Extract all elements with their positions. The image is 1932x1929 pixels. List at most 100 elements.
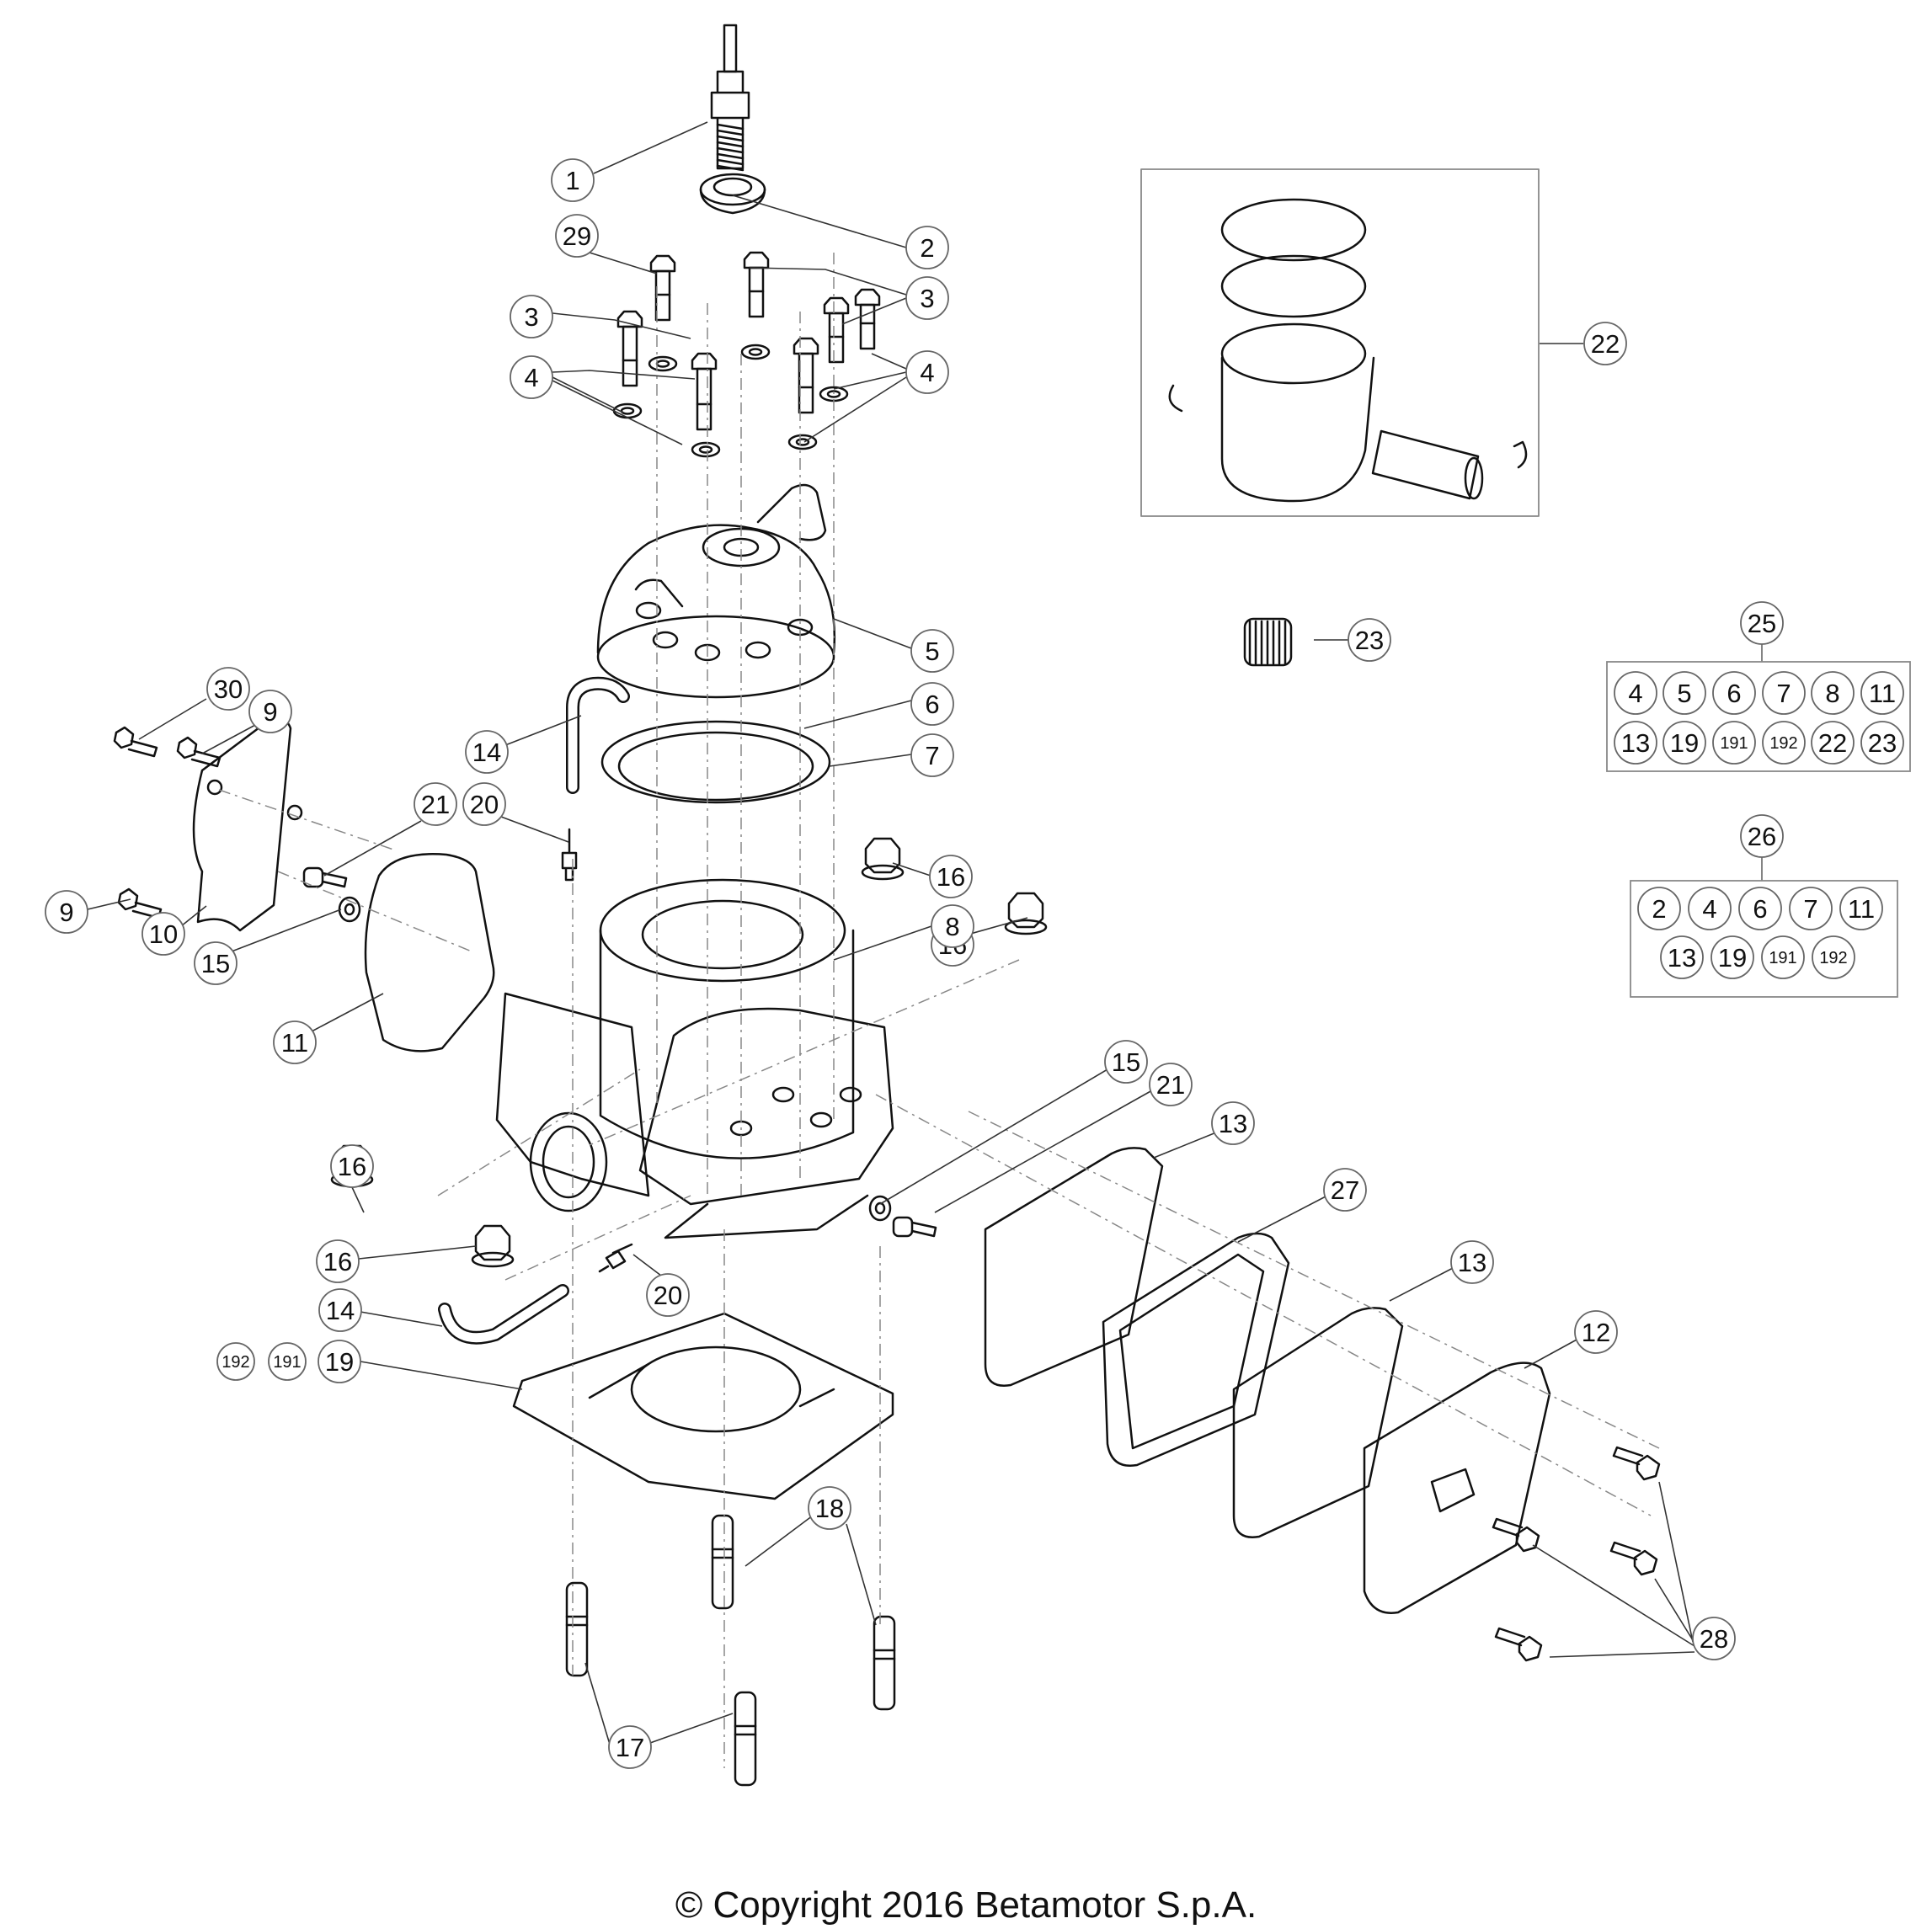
callout-20: 20	[646, 1273, 690, 1317]
leader-line-c13a	[1153, 1132, 1217, 1159]
cylinder-stud	[711, 1514, 734, 1610]
kit-item-bubble	[1811, 671, 1855, 715]
callout-label: 14	[472, 738, 501, 767]
washer	[691, 441, 721, 458]
callout-label: 15	[1112, 1047, 1140, 1077]
leader-line-c4a2	[552, 376, 624, 413]
callout-label: 3	[920, 284, 934, 313]
coolant-hose	[438, 1284, 569, 1345]
kit-item-label: 4	[1702, 894, 1716, 924]
callout-label: 17	[616, 1733, 644, 1762]
callout-layer: 1229334456714202130991015111616815211327…	[45, 158, 1736, 1769]
leader-line-c4a	[552, 370, 696, 380]
kit-item-label: 191	[1720, 734, 1748, 753]
callout-18: 18	[808, 1486, 851, 1530]
kit-item-label: 22	[1818, 728, 1847, 758]
kit-item-label: 7	[1776, 679, 1791, 708]
kit-item-bubble	[1762, 671, 1806, 715]
callout-label: 1	[565, 166, 579, 195]
coolant-hose	[566, 676, 630, 794]
dash-line	[589, 959, 1020, 1146]
callout-21: 21	[414, 782, 457, 826]
callout-6: 6	[910, 682, 954, 726]
leader-line-c9b	[87, 898, 131, 910]
callout-16: 16	[929, 855, 973, 898]
washer	[648, 355, 678, 372]
leader-line-c4b2	[803, 376, 907, 443]
kit-item-bubble	[1711, 935, 1754, 979]
callout-13: 13	[1450, 1240, 1494, 1284]
leader-line-c20b	[632, 1254, 662, 1276]
dash-line	[277, 871, 472, 952]
diagram-artwork	[113, 24, 1661, 1787]
leader-line-c11	[311, 993, 384, 1032]
callout-label: 5	[925, 637, 939, 666]
leader-line-c29	[589, 252, 658, 274]
base-gasket	[512, 1312, 894, 1500]
callout-label: 27	[1331, 1175, 1359, 1205]
kit-item-label: 13	[1668, 943, 1696, 972]
callout-23: 23	[1348, 618, 1391, 662]
leader-line-c14b	[360, 1311, 443, 1327]
flange-nut	[861, 837, 905, 881]
callout-7: 7	[910, 733, 954, 777]
kit-item-label: 19	[1670, 728, 1699, 758]
washer	[612, 402, 643, 419]
needle-bearing	[1243, 617, 1293, 667]
leader-line-c16d	[358, 1245, 477, 1260]
alignment-lines	[218, 253, 1660, 1768]
callout-label: 9	[59, 898, 73, 927]
callout-label: 13	[1219, 1109, 1247, 1138]
callout-16: 16	[330, 1144, 374, 1188]
kit-item-bubble	[1860, 721, 1904, 765]
leader-line-c18b	[846, 1523, 877, 1626]
leader-line-c5	[833, 618, 912, 649]
kit-item-bubble	[1762, 721, 1806, 765]
flange-screw	[1609, 1541, 1658, 1576]
flange-nut	[1004, 892, 1048, 935]
leader-line-c13b	[1389, 1266, 1455, 1302]
head-bolt	[616, 310, 643, 387]
kit-item-label: 11	[1848, 894, 1875, 924]
callout-13: 13	[1211, 1101, 1255, 1145]
kit-item-label: 6	[1753, 894, 1767, 924]
leader-line-c6	[803, 700, 912, 729]
screw	[113, 726, 158, 758]
cylinder-head	[596, 483, 836, 699]
leader-line-c27	[1237, 1195, 1328, 1243]
leader-line-c21a	[323, 820, 422, 877]
dash-line	[437, 1068, 641, 1196]
kit-item-bubble	[1811, 721, 1855, 765]
kit-item-bubble	[1860, 671, 1904, 715]
leader-line-c28c	[1532, 1544, 1695, 1647]
callout-2: 2	[905, 226, 949, 269]
callout-28: 28	[1692, 1617, 1736, 1660]
leader-line-c28	[1658, 1481, 1694, 1643]
callout-29: 29	[555, 214, 599, 258]
leader-line-c10	[180, 905, 207, 927]
callout-label: 14	[326, 1296, 355, 1325]
callout-label: 9	[263, 697, 277, 727]
callout-14: 14	[465, 730, 509, 774]
kit-item-label: 2	[1652, 894, 1666, 924]
callout-label: 21	[1156, 1070, 1185, 1100]
piston-kit	[1140, 168, 1540, 517]
callout-3: 3	[510, 295, 553, 338]
leader-line-c7	[829, 754, 912, 767]
callout-label: 23	[1355, 626, 1384, 655]
leader-line-c30	[138, 698, 207, 740]
screw	[176, 736, 221, 768]
leader-line-c2	[732, 194, 907, 248]
kit-item-label: 13	[1621, 728, 1650, 758]
kit-item-bubble	[1614, 721, 1657, 765]
head-bolt	[854, 288, 881, 350]
callout-5: 5	[910, 629, 954, 673]
callout-label: 15	[201, 949, 230, 978]
callout-label: 13	[1458, 1248, 1486, 1277]
copper-washer	[868, 1195, 892, 1222]
callout-label: 11	[281, 1028, 308, 1058]
callout-4: 4	[905, 350, 949, 394]
